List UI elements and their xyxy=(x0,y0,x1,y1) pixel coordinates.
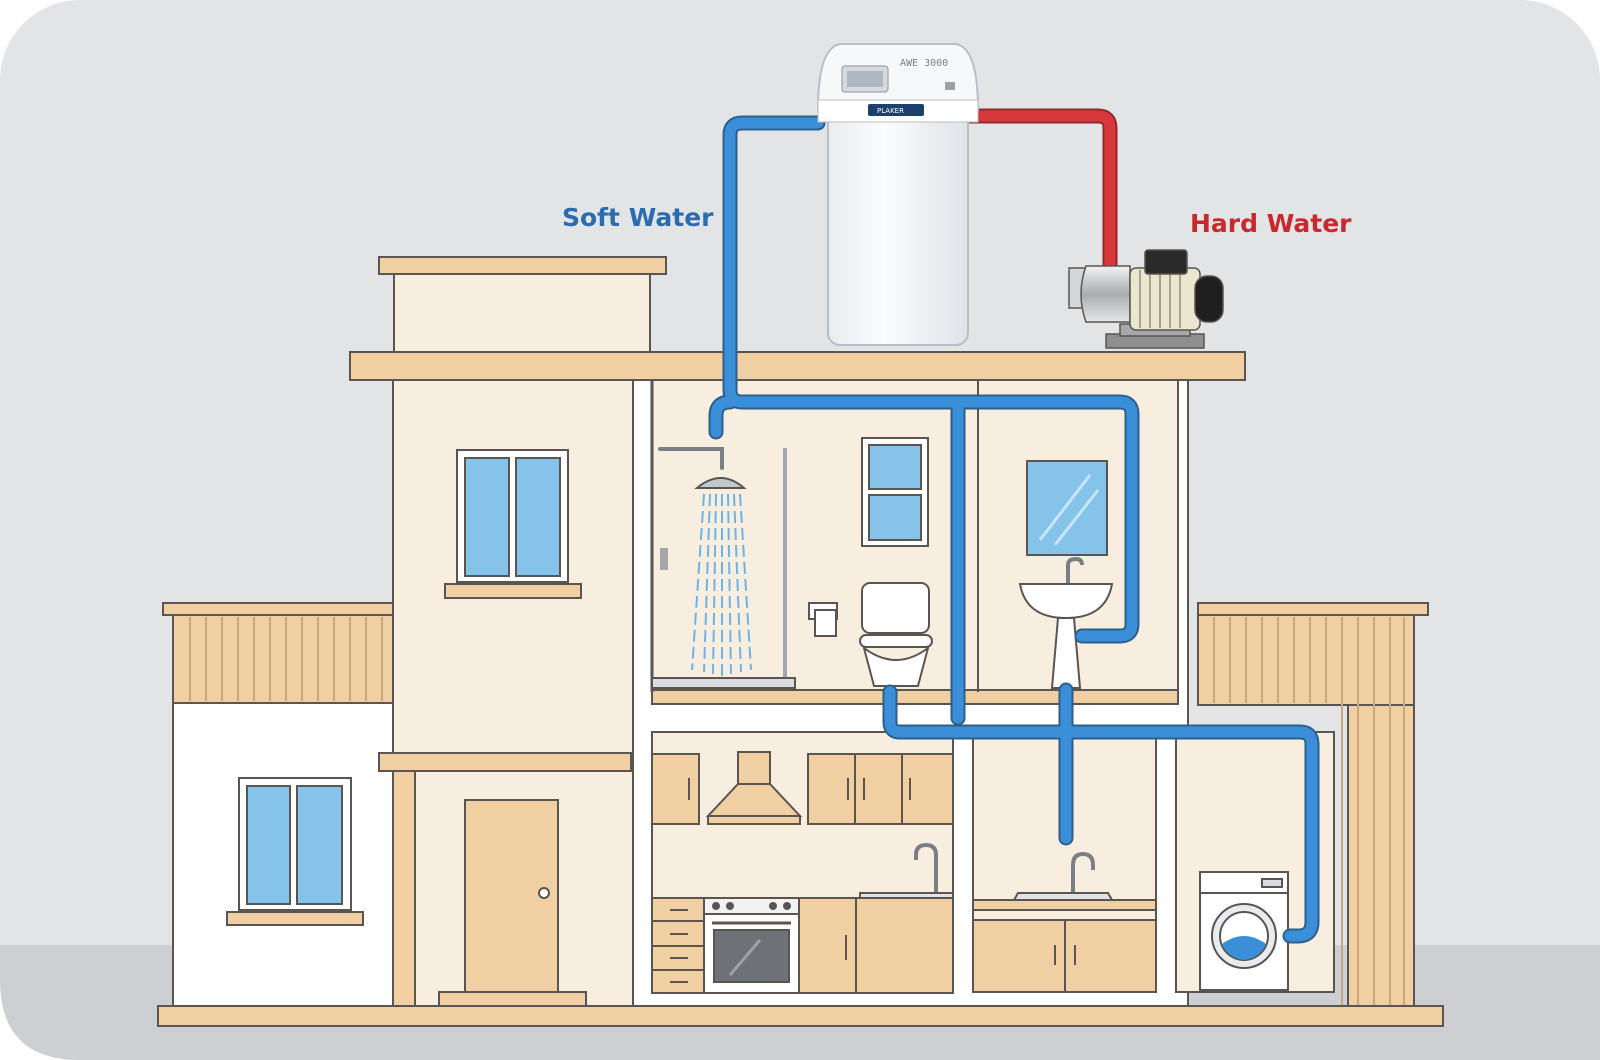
bathroom-window xyxy=(861,437,929,547)
left-tower xyxy=(378,256,667,1009)
water-pump xyxy=(1068,249,1224,349)
toilet xyxy=(859,582,933,687)
left-annex xyxy=(162,602,394,1009)
tower-window xyxy=(444,449,582,599)
washing-machine xyxy=(1199,871,1289,991)
bathroom-sink xyxy=(1018,556,1114,689)
roof xyxy=(349,351,1246,381)
annex-window xyxy=(226,777,364,926)
soft-water-label: Soft Water xyxy=(562,203,714,232)
shower-water xyxy=(691,493,752,676)
mirror xyxy=(1026,460,1108,556)
soft-water-pipes xyxy=(708,115,1320,944)
softener-model-label: AWE 3000 xyxy=(900,58,948,69)
kitchen xyxy=(651,751,954,994)
ground-slab xyxy=(157,1005,1444,1027)
shower xyxy=(651,447,796,689)
water-softener-unit: AWE 3000 PLAKER xyxy=(816,43,980,346)
range-hood xyxy=(705,751,803,825)
toilet-paper-holder xyxy=(808,602,838,637)
hard-water-label: Hard Water xyxy=(1190,209,1352,238)
front-door xyxy=(438,799,587,1009)
softener-brand-label: PLAKER xyxy=(877,107,904,115)
oven xyxy=(703,897,800,994)
utility-sink xyxy=(972,851,1157,993)
right-annex xyxy=(1197,602,1429,1009)
hard-water-pipe xyxy=(956,108,1118,274)
kitchen-faucet xyxy=(914,842,938,893)
